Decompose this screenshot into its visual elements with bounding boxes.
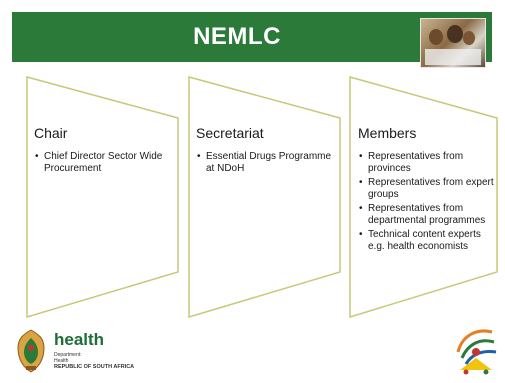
logo-word: health [54, 330, 105, 349]
health-department-logo: health Department: Health REPUBLIC OF SO… [10, 326, 160, 378]
country-line: REPUBLIC OF SOUTH AFRICA [54, 364, 135, 370]
title-banner: NEMLC [12, 12, 492, 68]
panel-title: Chair [34, 125, 68, 141]
department-line: Department: [54, 352, 82, 358]
coat-of-arms-icon [17, 329, 45, 373]
bullet-item: Representatives from expert groups [359, 177, 498, 201]
chevron-shape-chair [26, 76, 179, 319]
bullet-list: Chief Director Sector Wide Procurement [34, 151, 174, 175]
person-shape [429, 29, 443, 45]
person-shape [463, 31, 475, 45]
bullet-item: Representatives from departmental progra… [359, 203, 498, 227]
bullet-list: Essential Drugs Programme at NDoH [196, 151, 336, 175]
panel-chair: Chair Chief Director Sector Wide Procure… [34, 125, 174, 177]
photo-clothing [425, 49, 481, 65]
bullet-item: Chief Director Sector Wide Procurement [35, 151, 174, 175]
person-shape [447, 25, 463, 43]
department-text: Department: Health REPUBLIC OF SOUTH AFR… [54, 352, 134, 370]
page-title: NEMLC [193, 23, 281, 50]
bullet-item: Essential Drugs Programme at NDoH [197, 151, 336, 175]
photo-icon [420, 18, 486, 68]
bullet-item: Representatives from provinces [359, 151, 498, 175]
panel-title: Secretariat [196, 125, 264, 141]
20-years-of-freedom-logo-icon [456, 329, 497, 375]
bullet-list: Representatives from provinces Represent… [358, 151, 498, 253]
chevron-shape-secretariat [188, 76, 341, 319]
panel-members: Members Representatives from provinces R… [358, 125, 498, 255]
panel-secretariat: Secretariat Essential Drugs Programme at… [196, 125, 336, 177]
department-line: Health [54, 358, 69, 364]
bullet-item: Technical content experts e.g. health ec… [359, 229, 498, 253]
panel-title: Members [358, 125, 417, 141]
